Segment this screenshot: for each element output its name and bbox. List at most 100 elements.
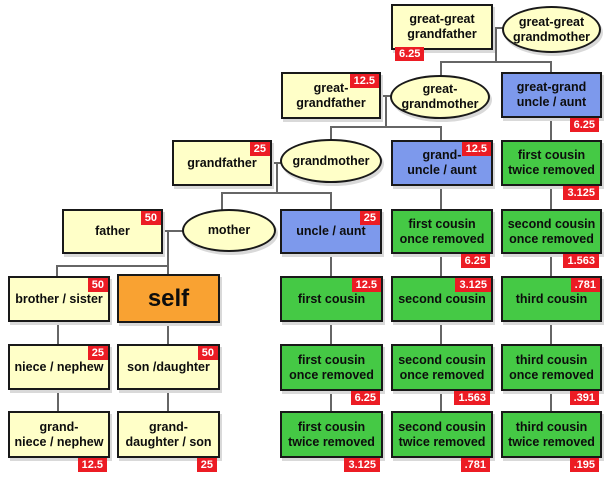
node-great-grandfather: great-grandfather 12.5: [281, 72, 381, 119]
node-third-cousin: third cousin.781: [501, 276, 602, 322]
share-percent-badge: 1.563: [563, 254, 599, 268]
node-label-line: once removed: [399, 231, 485, 246]
node-father: father 50: [62, 209, 163, 254]
share-percent-badge: .781: [570, 278, 600, 292]
share-percent-badge: 6.25: [569, 118, 599, 132]
share-percent-badge: 12.5: [461, 142, 491, 156]
node-label-line: grandfather: [187, 155, 257, 170]
share-percent-badge: 12.5: [349, 74, 379, 88]
node-grand-uncle-aunt: grand-uncle / aunt 12.5: [391, 140, 493, 186]
node-label-line: father: [95, 224, 130, 238]
share-percent-badge: .195: [569, 458, 599, 472]
node-label-line: second cousin: [398, 419, 486, 434]
node-label-line: great-great: [518, 14, 585, 29]
node-label-line: brother / sister: [15, 291, 103, 306]
node-label-line: uncle / aunt: [296, 224, 366, 238]
node-label-line: great-: [422, 82, 458, 96]
share-percent-badge: .391: [569, 391, 599, 405]
node-label-line: twice removed: [508, 163, 595, 177]
node-label-line: great-: [313, 80, 349, 95]
node-label-line: third cousin: [515, 352, 588, 367]
node-label-line: son /daughter: [127, 359, 210, 374]
node-label-line: grand-: [39, 419, 79, 434]
share-percent-badge: 25: [359, 211, 380, 225]
node-grand-niece-nephew: grand-niece / nephew 12.5: [8, 411, 110, 472]
share-percent-badge: 6.25: [395, 47, 425, 61]
node-label-line: twice removed: [398, 434, 486, 449]
node-label-line: grandmother: [512, 29, 591, 44]
node-label-line: second cousin: [398, 291, 486, 306]
share-percent-badge: 3.125: [344, 458, 380, 472]
node-great-grandmother: great-grandmother: [390, 75, 490, 119]
share-percent-badge: 1.563: [454, 391, 490, 405]
share-percent-badge: 6.25: [460, 254, 490, 268]
node-label-line: third cousin: [515, 419, 588, 434]
share-percent-badge: 3.125: [455, 278, 491, 292]
node-label-line: grandmother: [401, 97, 479, 111]
node-label-line: grand-: [422, 148, 462, 162]
node-label-line: first cousin: [408, 216, 476, 231]
share-percent-badge: 25: [249, 142, 270, 156]
node-grandmother: grandmother: [280, 139, 382, 183]
share-percent-badge: 12.5: [77, 458, 107, 472]
node-mother: mother: [182, 209, 276, 252]
node-label-line: grandmother: [292, 153, 370, 168]
share-percent-badge: 25: [87, 346, 108, 360]
node-label-line: once removed: [509, 231, 594, 246]
share-percent-badge: 3.125: [563, 186, 599, 200]
node-label-line: third cousin: [515, 291, 588, 306]
node-label-line: once removed: [509, 367, 594, 382]
share-percent-badge: 25: [196, 458, 217, 472]
node-label-line: daughter / son: [125, 434, 212, 449]
node-label-line: twice removed: [288, 434, 375, 449]
node-label-line: grandfather: [407, 27, 477, 41]
share-percent-badge: 50: [140, 211, 161, 225]
node-label-line: second cousin: [507, 216, 596, 231]
node-label-line: niece / nephew: [14, 359, 104, 374]
node-label-line: great-great: [409, 12, 475, 26]
node-label-line: first cousin: [297, 419, 366, 434]
node-label-line: niece / nephew: [14, 434, 104, 449]
node-label-line: once removed: [289, 367, 374, 382]
share-percent-badge: 50: [197, 346, 218, 360]
node-label-line: self: [147, 284, 190, 312]
node-label-line: great-grand: [516, 80, 587, 94]
node-label-line: uncle / aunt: [407, 163, 477, 177]
node-self: self: [117, 274, 220, 323]
node-label-line: mother: [207, 223, 251, 237]
node-label-line: first cousin: [297, 291, 366, 306]
node-label-line: once removed: [399, 367, 485, 382]
node-label-line: second cousin: [398, 352, 486, 367]
share-percent-badge: 6.25: [350, 391, 380, 405]
share-percent-badge: 50: [87, 278, 108, 292]
node-label-line: uncle / aunt: [516, 95, 587, 109]
node-label-line: grand-: [149, 419, 188, 434]
node-grand-daughter-son: grand-daughter / son 25: [117, 411, 220, 472]
share-percent-badge: .781: [460, 458, 490, 472]
node-label-line: first cousin: [517, 148, 586, 162]
node-label-line: first cousin: [297, 352, 366, 367]
node-label-line: twice removed: [508, 434, 595, 449]
node-label-line: grandfather: [296, 95, 366, 110]
